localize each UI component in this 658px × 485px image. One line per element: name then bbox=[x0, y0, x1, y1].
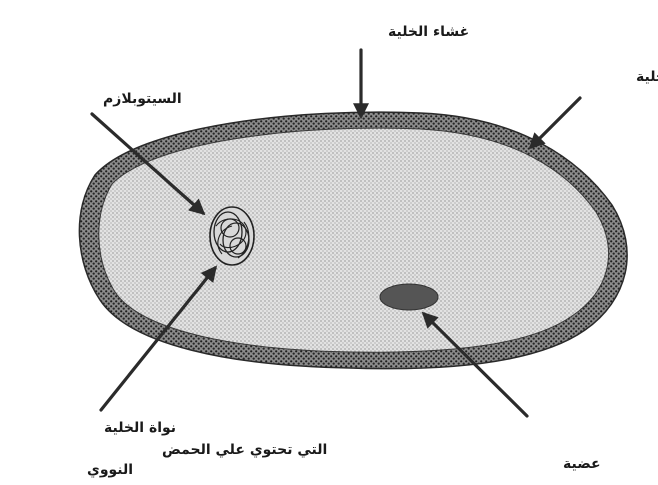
nucleus-label-line3: النووي bbox=[87, 462, 133, 479]
nucleus-shape bbox=[210, 207, 254, 265]
cell-membrane-label: غشاء الخلية bbox=[388, 24, 469, 40]
organelle-shape bbox=[380, 284, 438, 310]
cell-wall-arrow bbox=[531, 98, 580, 147]
nucleus-label-line2: التي تحتوي علي الحمض bbox=[162, 442, 327, 459]
nucleus-label-line1: نواة الخلية bbox=[104, 420, 176, 436]
organelle-label: عضية bbox=[563, 456, 601, 472]
cytoplasm-label: السيتوبلازم bbox=[103, 91, 182, 107]
cell-wall-label: جدار الخلية bbox=[636, 69, 658, 85]
